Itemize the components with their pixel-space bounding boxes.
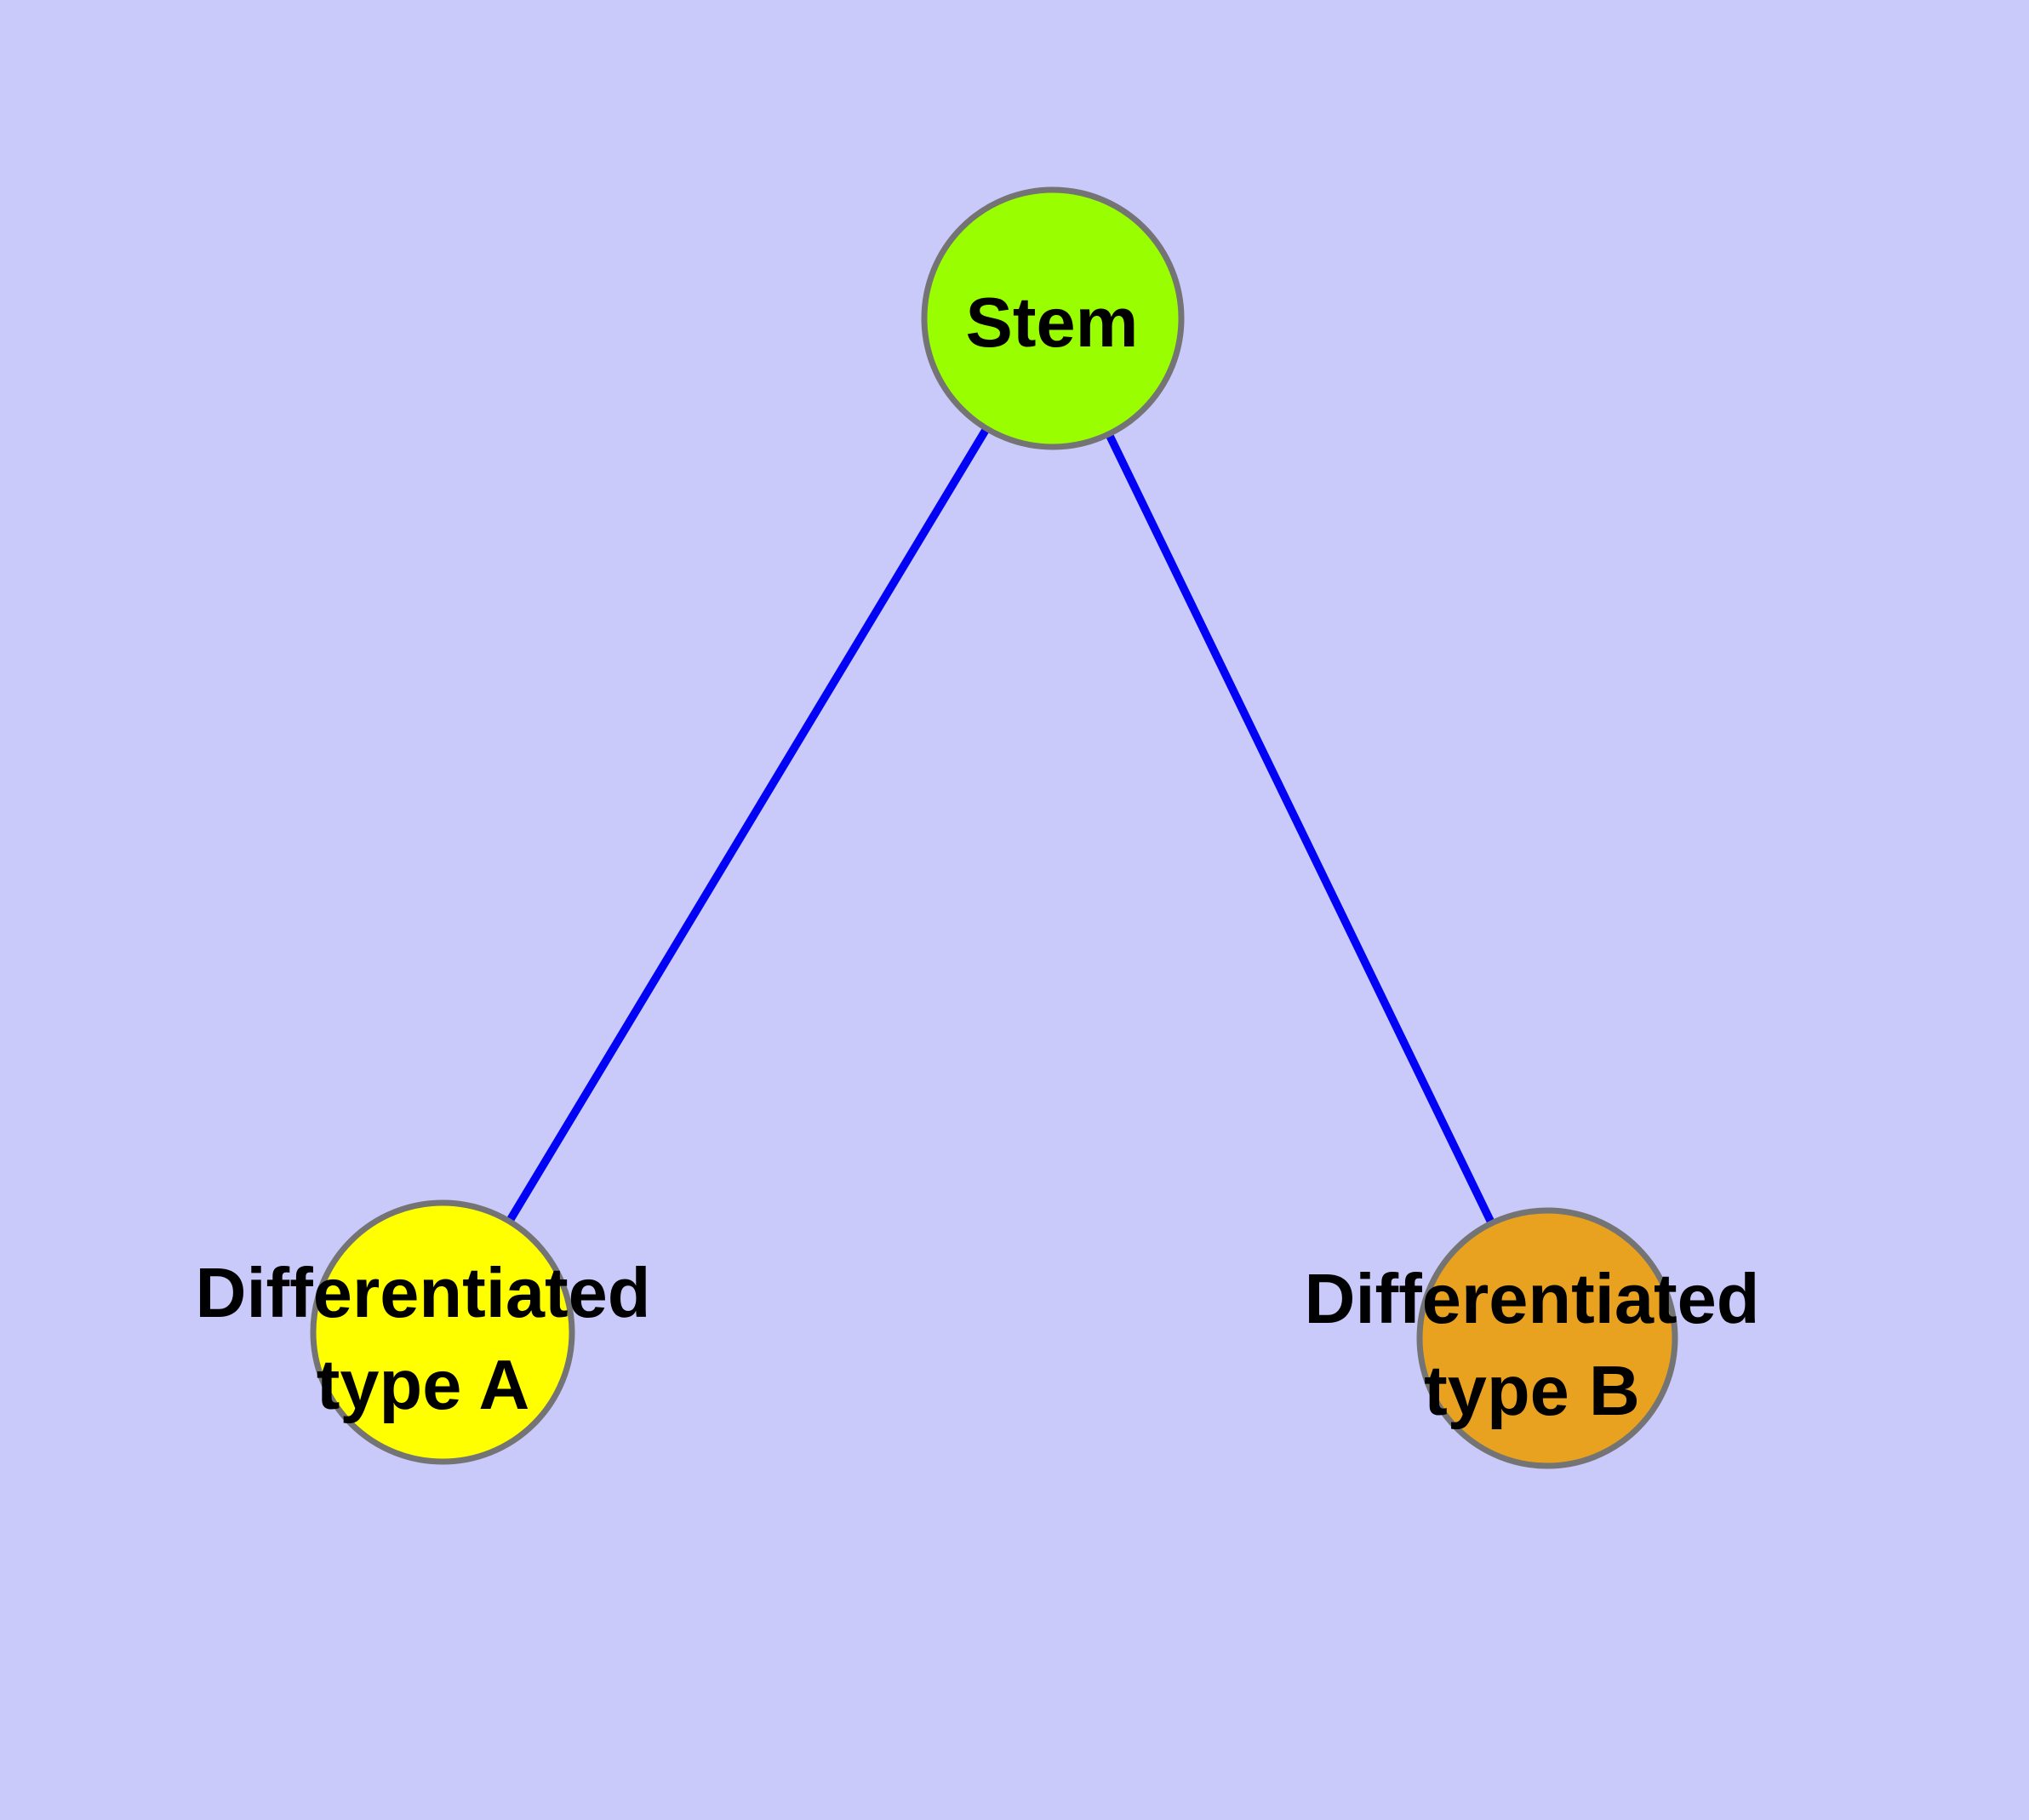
node-stem-label: Stem [966,283,1139,362]
node-type-b-label-line2: type B [1424,1351,1640,1430]
node-type-b-label-line1: Differentiated [1305,1259,1760,1338]
node-type-a-label-line2: type A [317,1345,530,1424]
node-differentiated-type-b[interactable] [1416,1207,1678,1469]
node-stem[interactable] [921,186,1185,450]
edge-stem-to-type-b [1049,314,1552,1342]
node-type-a-label-line1: Differentiated [196,1253,651,1332]
node-differentiated-type-a[interactable] [310,1199,575,1465]
edge-stem-to-type-a [438,314,1057,1336]
